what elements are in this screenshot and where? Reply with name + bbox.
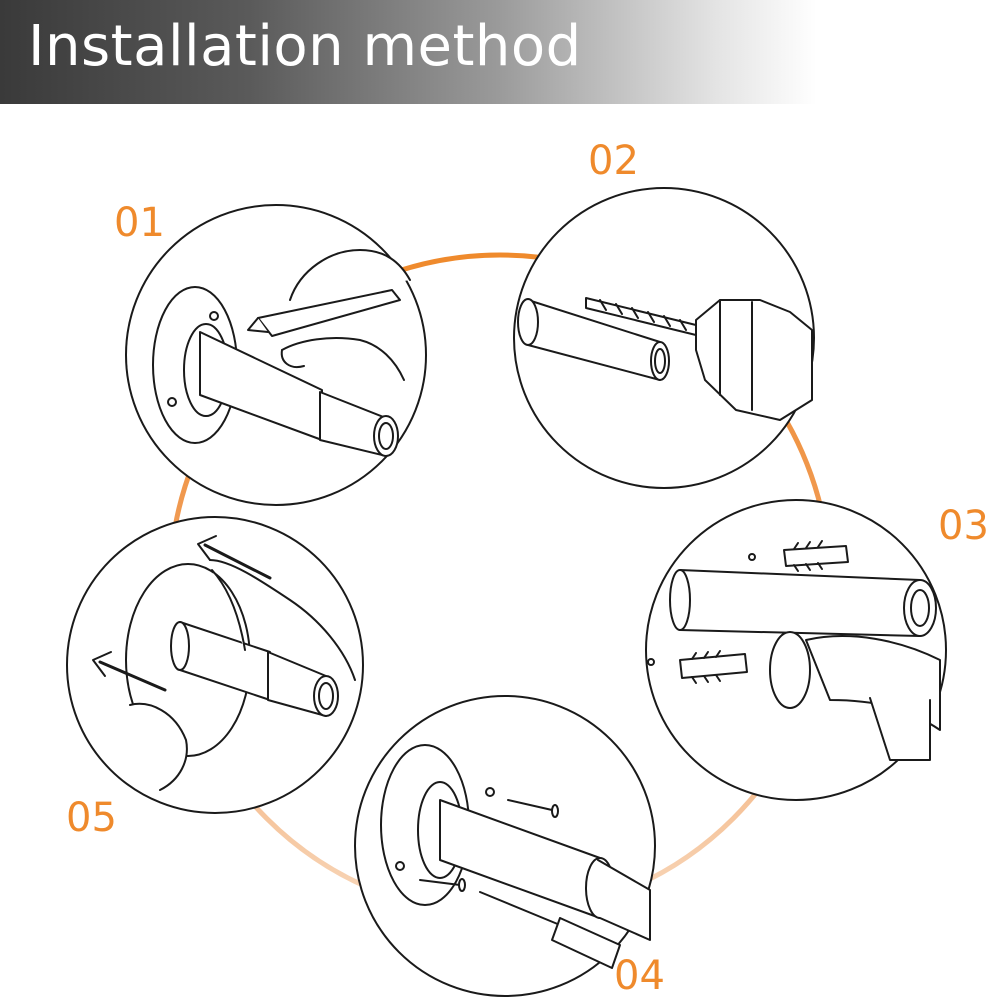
step-number-01: 01 [114, 200, 165, 246]
step-number-03: 03 [938, 503, 989, 549]
step-03-illustration [645, 499, 947, 801]
step-01-illustration [125, 204, 427, 506]
step-number-04: 04 [614, 953, 665, 999]
step-02-illustration [513, 187, 815, 489]
step-04-illustration [354, 695, 656, 997]
title-banner: Installation method [0, 0, 996, 104]
step-05-illustration [66, 516, 364, 814]
step-number-02: 02 [588, 138, 639, 184]
page-title: Installation method [28, 14, 582, 79]
step-number-05: 05 [66, 795, 117, 841]
